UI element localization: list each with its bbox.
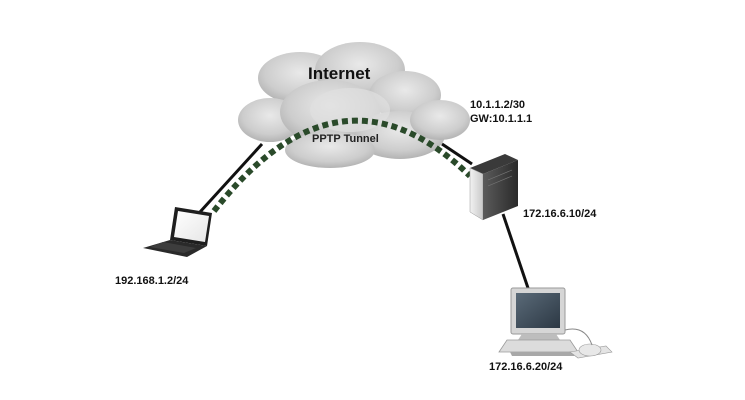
router-gateway-label: GW:10.1.1.1 [470,113,533,125]
laptop-ip-label: 192.168.1.2/24 [115,275,189,287]
router-icon [469,154,518,221]
internet-cloud-icon [238,42,470,168]
router-lan-link-line [501,213,530,289]
internet-label: Internet [308,64,371,83]
laptop-icon [143,207,212,257]
router-wan-ip-label: 10.1.1.2/30 [470,99,526,111]
pptp-tunnel-label: PPTP Tunnel [312,133,379,145]
desktop-computer-icon [498,287,613,359]
router-wan-link-line [441,142,473,166]
laptop-link-line [198,142,264,214]
desktop-ip-label: 172.16.6.20/24 [489,361,563,373]
router-lan-ip-label: 172.16.6.10/24 [523,208,597,220]
